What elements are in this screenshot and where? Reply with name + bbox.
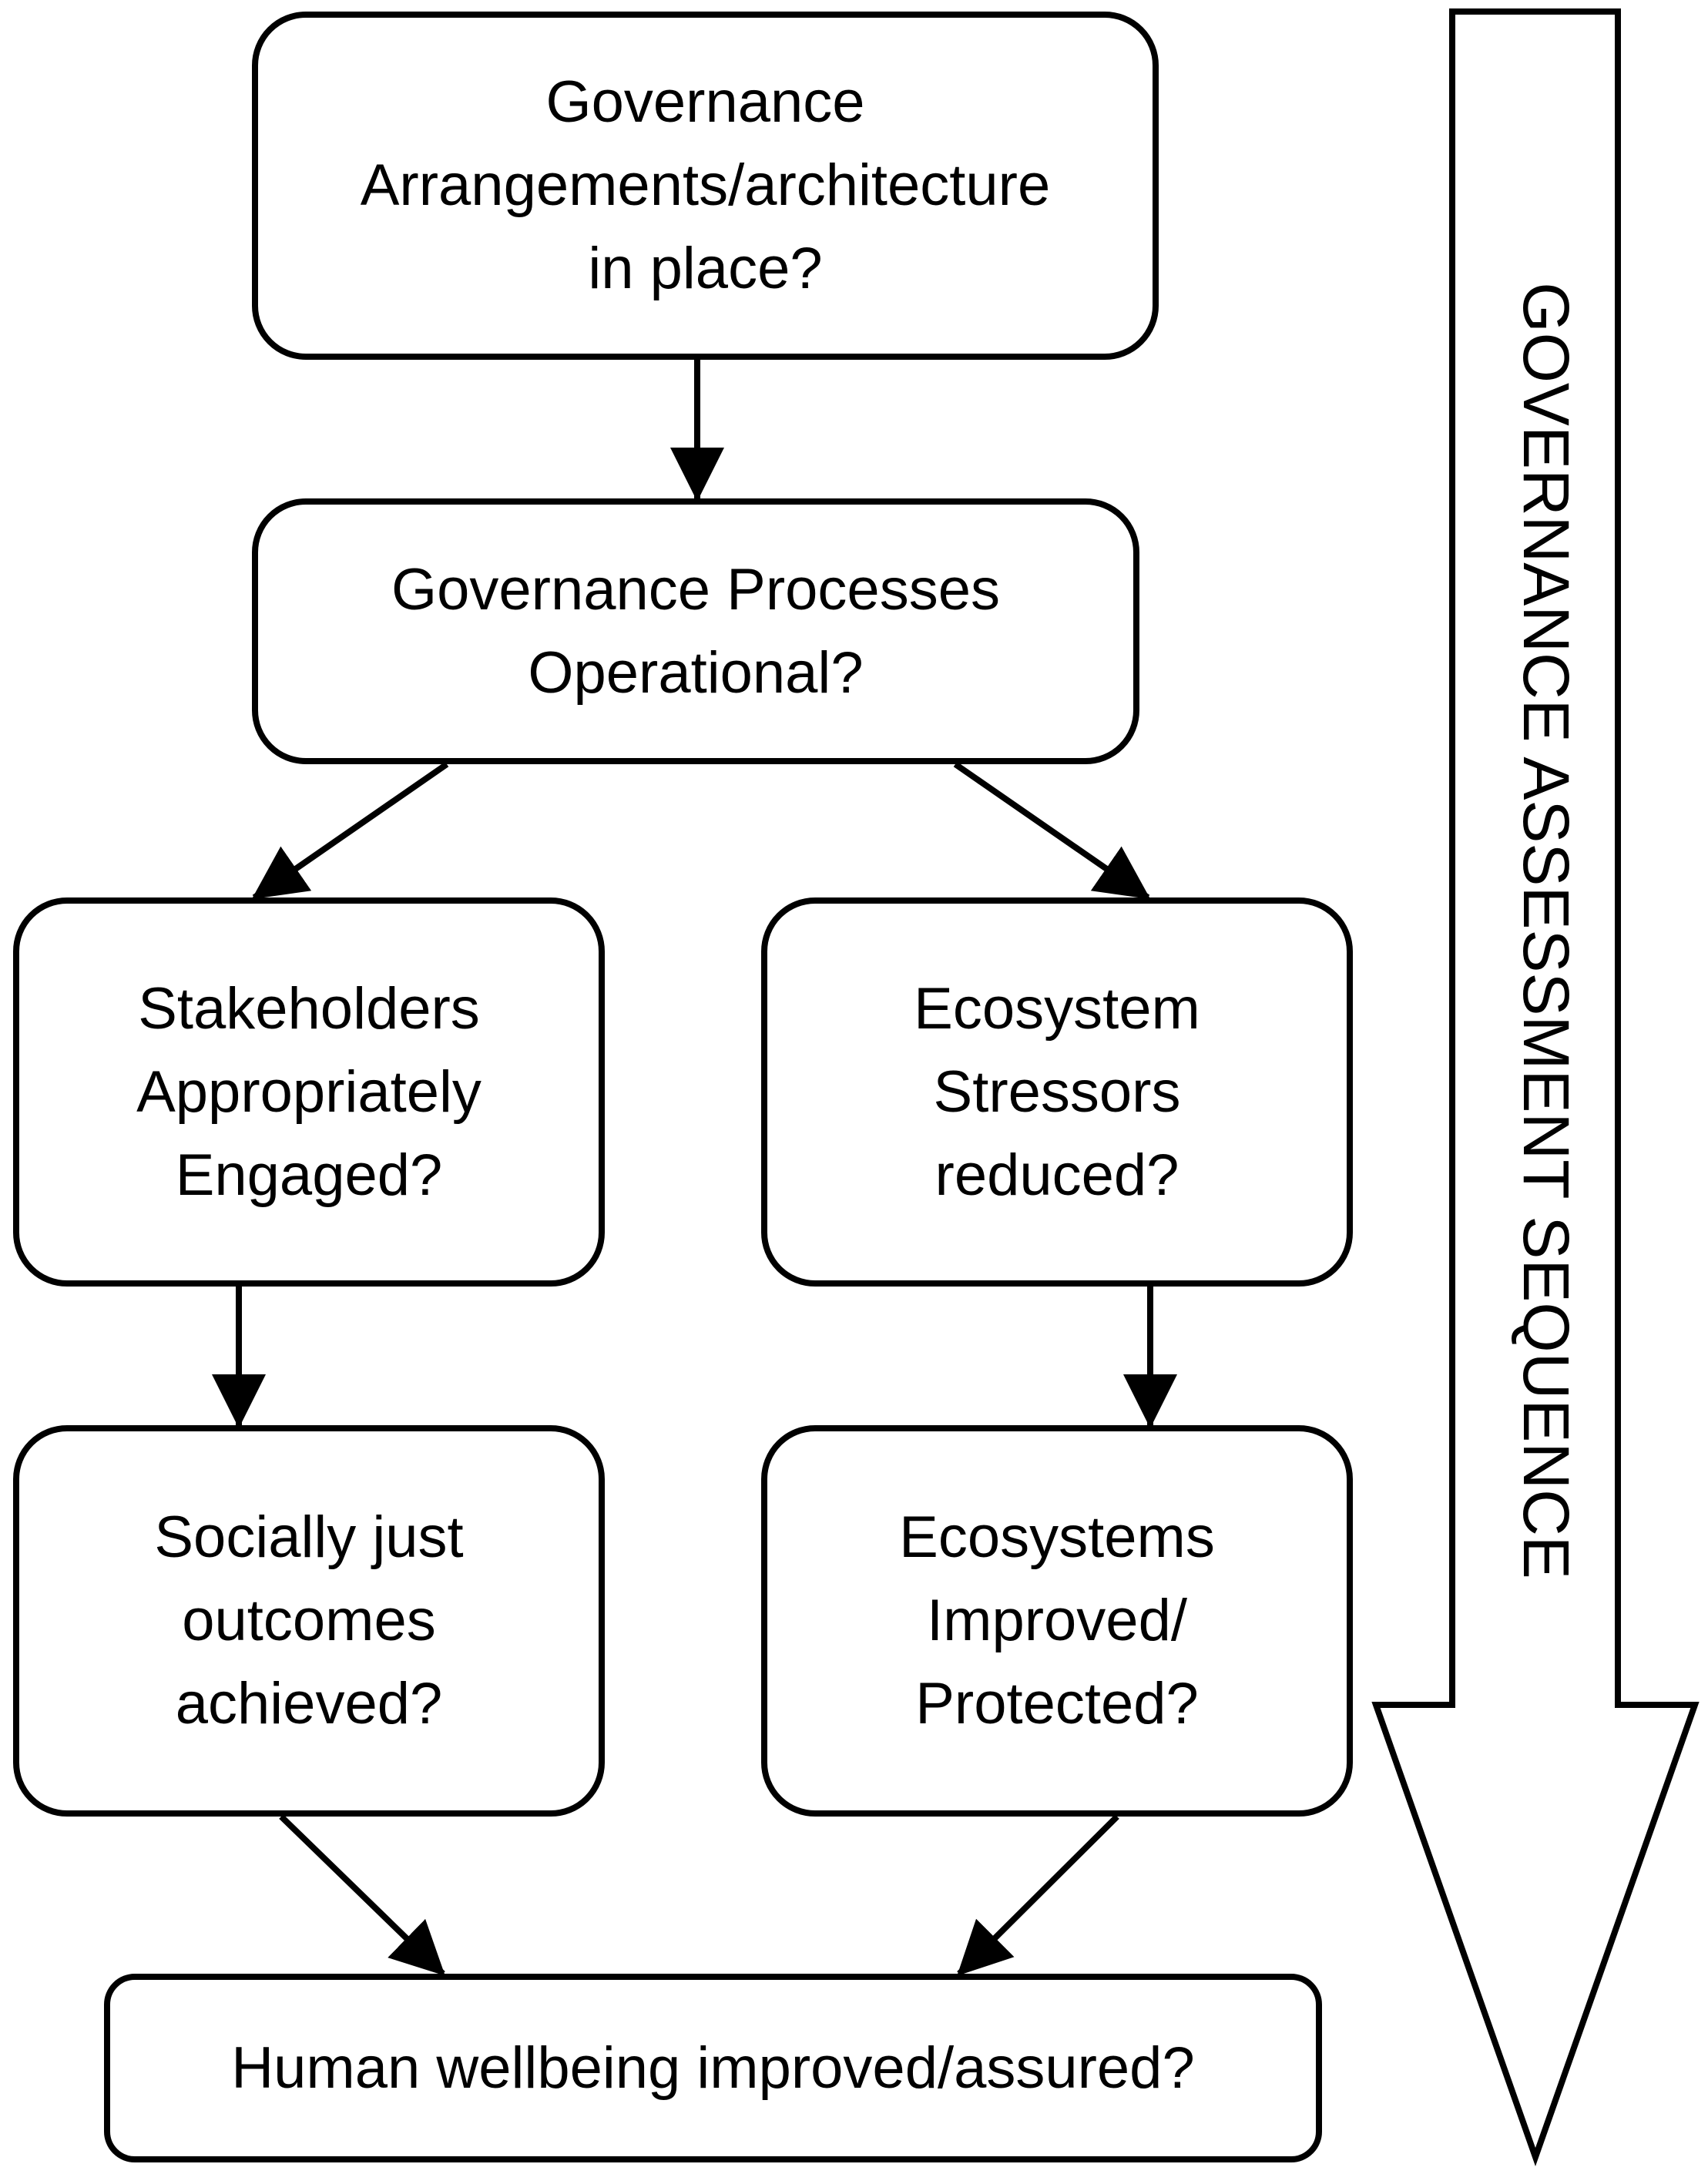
box-line: Stressors: [933, 1058, 1181, 1125]
arrow-socially-just-to-wellbeing: [279, 1814, 445, 1976]
sequence-arrow-label: GOVERNANCE ASSESSMENT SEQUENCE: [1510, 282, 1582, 1579]
box-line: Stakeholders: [138, 975, 480, 1042]
governance-arrangements-box: Governance Arrangements/architecture in …: [252, 12, 1159, 360]
arrow-processes-to-stressors: [953, 761, 1151, 901]
box-line: Protected?: [915, 1671, 1199, 1736]
ecosystems-improved-box: Ecosystems Improved/ Protected?: [761, 1425, 1353, 1817]
stakeholders-engaged-box: Stakeholders Appropriately Engaged?: [13, 897, 605, 1287]
box-line: reduced?: [935, 1142, 1179, 1208]
box-line: in place?: [588, 236, 823, 301]
box-line: Socially just: [154, 1505, 464, 1570]
human-wellbeing-box: Human wellbeing improved/assured?: [104, 1974, 1322, 2162]
box-line: Human wellbeing improved/assured?: [231, 2035, 1195, 2101]
box-line: Operational?: [528, 639, 864, 706]
sequence-arrow: [1371, 8, 1700, 2167]
arrow-processes-to-stakeholders: [251, 761, 449, 901]
box-line: Governance Processes: [391, 556, 1000, 622]
box-line: Governance: [545, 69, 865, 135]
box-line: Engaged?: [175, 1142, 443, 1208]
box-line: Appropriately: [136, 1058, 482, 1125]
governance-processes-box: Governance Processes Operational?: [252, 498, 1139, 764]
socially-just-outcomes-box: Socially just outcomes achieved?: [13, 1425, 605, 1817]
box-line: Ecosystems: [899, 1505, 1215, 1570]
box-line: outcomes: [182, 1588, 436, 1653]
box-line: Arrangements/architecture: [360, 153, 1051, 218]
arrow-ecosystems-improved-to-wellbeing: [957, 1814, 1119, 1976]
ecosystem-stressors-box: Ecosystem Stressors reduced?: [761, 897, 1353, 1287]
box-line: Improved/: [927, 1588, 1187, 1653]
box-line: achieved?: [175, 1671, 443, 1736]
box-line: Ecosystem: [914, 975, 1200, 1042]
